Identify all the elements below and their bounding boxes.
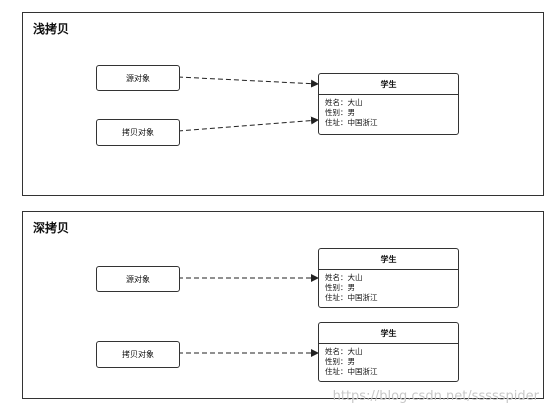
shallow-source-object: 源对象 (96, 65, 180, 91)
deep-source-label: 源对象 (126, 274, 150, 284)
class-attributes: 姓名：大山 性别：男 住址：中国浙江 (319, 344, 458, 380)
shallow-copy-title: 浅拷贝 (33, 22, 70, 36)
deep-student-class-a: 学生 姓名：大山 性别：男 住址：中国浙江 (318, 248, 459, 308)
shallow-source-label: 源对象 (126, 73, 150, 83)
class-name: 学生 (319, 249, 458, 270)
attr-gender: 性别：男 (325, 283, 355, 292)
shallow-copy-object: 拷贝对象 (96, 119, 180, 146)
shallow-student-class: 学生 姓名：大山 性别：男 住址：中国浙江 (318, 73, 459, 135)
deep-source-object: 源对象 (96, 266, 180, 292)
deep-copy-label: 拷贝对象 (122, 350, 154, 359)
attr-address: 住址：中国浙江 (325, 367, 378, 376)
attr-name: 姓名：大山 (325, 347, 363, 356)
deep-copy-object: 拷贝对象 (96, 341, 180, 368)
attr-gender: 性别：男 (325, 108, 355, 117)
class-attributes: 姓名：大山 性别：男 住址：中国浙江 (319, 95, 458, 131)
shallow-copy-label: 拷贝对象 (122, 128, 154, 137)
attr-address: 住址：中国浙江 (325, 293, 378, 302)
attr-name: 姓名：大山 (325, 273, 363, 282)
deep-copy-title: 深拷贝 (33, 221, 70, 235)
attr-address: 住址：中国浙江 (325, 118, 378, 127)
shallow-copy-arrow (177, 116, 319, 132)
attr-gender: 性别：男 (325, 357, 355, 366)
watermark: https://blog.csdn.net/ssssspider (332, 389, 539, 404)
class-name: 学生 (319, 74, 458, 95)
deep-student-class-b: 学生 姓名：大山 性别：男 住址：中国浙江 (318, 322, 459, 382)
class-name: 学生 (319, 323, 458, 344)
attr-name: 姓名：大山 (325, 98, 363, 107)
class-attributes: 姓名：大山 性别：男 住址：中国浙江 (319, 270, 458, 306)
shallow-source-arrow (177, 76, 319, 88)
